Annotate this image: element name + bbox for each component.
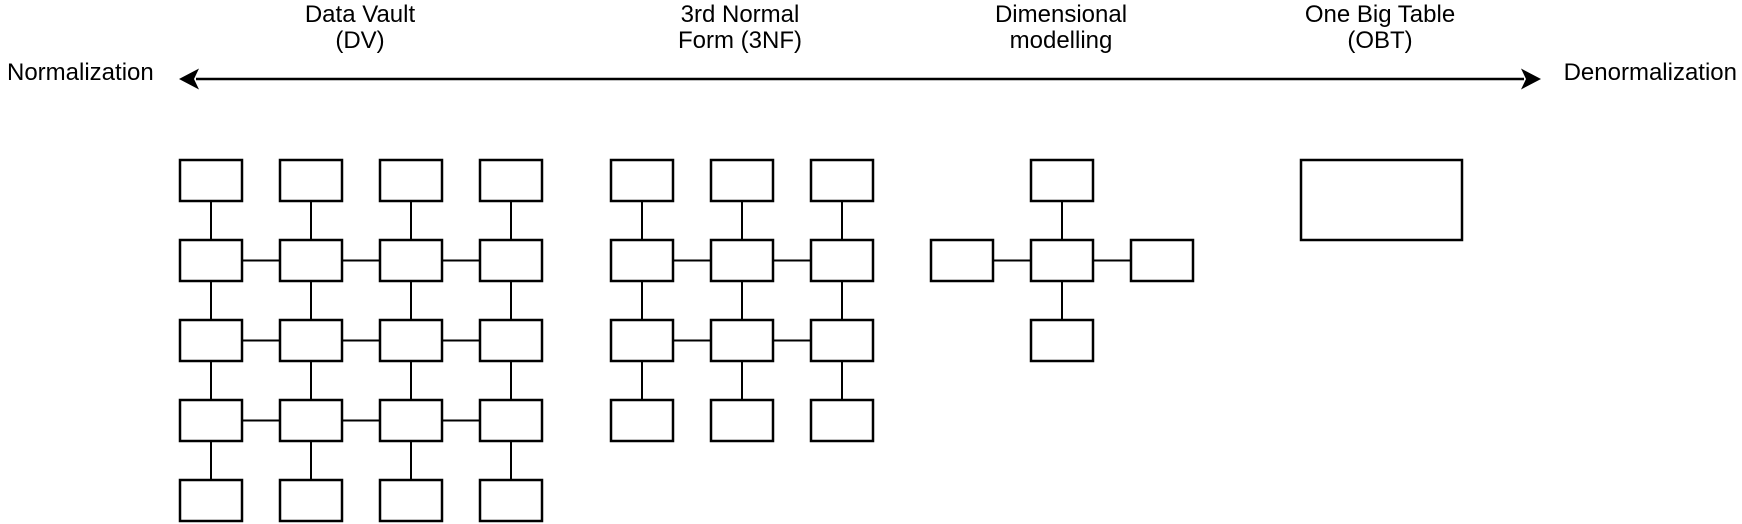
data-vault-schema-table (278, 318, 344, 363)
data-vault-schema-table (178, 158, 244, 203)
data-vault-schema-table (278, 478, 344, 523)
data-vault-schema-table (178, 398, 244, 443)
third-normal-form-schema-table (809, 158, 875, 203)
section-title-line: Form (3NF) (678, 27, 802, 54)
section-title-data-vault: Data Vault (DV) (305, 2, 415, 54)
section-title-line: (DV) (335, 27, 385, 54)
spectrum-arrow (179, 68, 1541, 90)
data-vault-schema-table (378, 238, 444, 283)
section-title-line: (OBT) (1347, 27, 1413, 54)
data-vault-schema-table (478, 398, 544, 443)
dimensional-star-schema-dimension-table (929, 238, 995, 283)
dimensional-star-schema-dimension-table (1029, 158, 1095, 203)
third-normal-form-schema-table (609, 158, 675, 203)
arrowhead-left-icon (179, 68, 199, 90)
data-vault-schema-table (378, 478, 444, 523)
third-normal-form-schema-table (609, 398, 675, 443)
data-vault-schema-table (378, 318, 444, 363)
third-normal-form-schema-table (809, 318, 875, 363)
dimensional-star-schema-dimension-table (1029, 318, 1095, 363)
data-vault-schema-table (178, 238, 244, 283)
data-vault-schema-table (178, 478, 244, 523)
section-title-line: 3rd Normal (680, 1, 800, 28)
third-normal-form-schema-table (809, 238, 875, 283)
data-vault-schema-table (378, 398, 444, 443)
data-vault-schema-table (278, 238, 344, 283)
third-normal-form-schema-table (609, 318, 675, 363)
third-normal-form-schema-table (609, 238, 675, 283)
data-vault-schema-table (278, 158, 344, 203)
dimensional-star-schema-dimension-table (1129, 238, 1195, 283)
section-title-line: One Big Table (1304, 1, 1456, 28)
data-vault-schema-table (478, 158, 544, 203)
denormalization-label: Denormalization (1563, 59, 1737, 86)
section-title-line: Data Vault (304, 1, 416, 28)
normalization-label: Normalization (7, 59, 154, 86)
data-vault-schema-table (178, 318, 244, 363)
data-vault-schema-table (478, 478, 544, 523)
section-title-line: Dimensional (994, 1, 1128, 28)
one-big-table-table (1299, 158, 1464, 242)
data-vault-schema-table (378, 158, 444, 203)
section-title-dimensional: Dimensional modelling (995, 2, 1127, 54)
third-normal-form-schema-table (709, 318, 775, 363)
third-normal-form-schema-table (709, 158, 775, 203)
section-title-3nf: 3rd Normal Form (3NF) (678, 2, 802, 54)
section-title-line: modelling (1009, 27, 1113, 54)
arrowhead-right-icon (1521, 68, 1541, 90)
third-normal-form-schema-table (709, 238, 775, 283)
data-vault-schema-table (478, 238, 544, 283)
data-vault-schema-table (478, 318, 544, 363)
data-vault-schema-table (278, 398, 344, 443)
third-normal-form-schema-table (809, 398, 875, 443)
dimensional-star-schema-fact-table (1029, 238, 1095, 283)
third-normal-form-schema-table (709, 398, 775, 443)
section-title-obt: One Big Table (OBT) (1305, 2, 1455, 54)
